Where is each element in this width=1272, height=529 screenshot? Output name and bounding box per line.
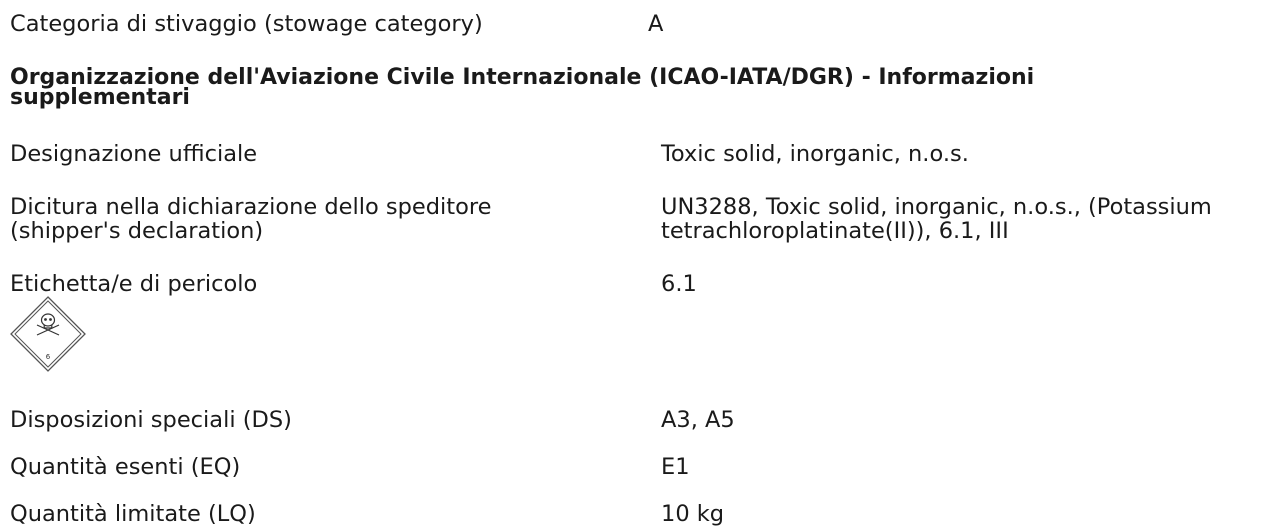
stowage-category-label: Categoria di stivaggio (stowage category… — [10, 11, 483, 37]
excepted-quantities-value: E1 — [661, 454, 690, 480]
shipper-declaration-label: Dicitura nella dichiarazione dello spedi… — [10, 194, 492, 244]
hazard-label-value: 6.1 — [661, 271, 697, 297]
official-designation-label: Designazione ufficiale — [10, 141, 258, 167]
stowage-category-value: A — [648, 11, 664, 37]
special-provisions-label: Disposizioni speciali (DS) — [10, 407, 292, 433]
hazard-label-label: Etichetta/e di pericolo — [10, 271, 258, 297]
official-designation-value: Toxic solid, inorganic, n.o.s. — [661, 141, 969, 167]
limited-quantities-value: 10 kg — [661, 501, 725, 527]
limited-quantities-label: Quantità limitate (LQ) — [10, 501, 256, 527]
excepted-quantities-label: Quantità esenti (EQ) — [10, 454, 241, 480]
transport-information-section: Categoria di stivaggio (stowage category… — [10, 0, 1272, 529]
pictogram-class-number: 6 — [46, 353, 51, 361]
special-provisions-value: A3, A5 — [661, 407, 735, 433]
shipper-declaration-value: UN3288, Toxic solid, inorganic, n.o.s., … — [661, 194, 1212, 244]
icao-iata-heading: Organizzazione dell'Aviazione Civile Int… — [10, 65, 1035, 110]
toxic-skull-crossbones-diamond-icon: 6 — [10, 296, 86, 372]
